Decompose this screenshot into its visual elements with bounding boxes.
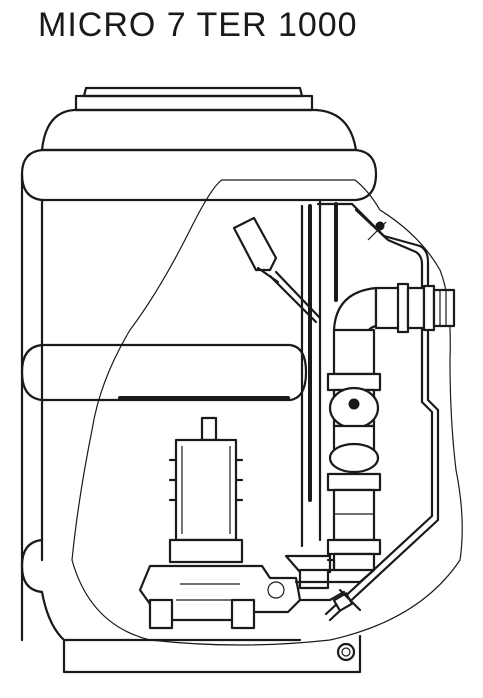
cover-outline	[71, 179, 463, 646]
product-title: MICRO 7 TER 1000	[38, 6, 358, 44]
discharge-pipe	[332, 282, 456, 342]
pump-volute	[138, 554, 376, 630]
drain-valve	[332, 588, 362, 612]
float-switch	[232, 216, 322, 324]
pump-motor	[168, 416, 244, 564]
tank-body	[20, 86, 378, 674]
vent-line	[324, 202, 440, 622]
inner-wall	[300, 198, 354, 548]
riser-pipe	[326, 328, 382, 572]
